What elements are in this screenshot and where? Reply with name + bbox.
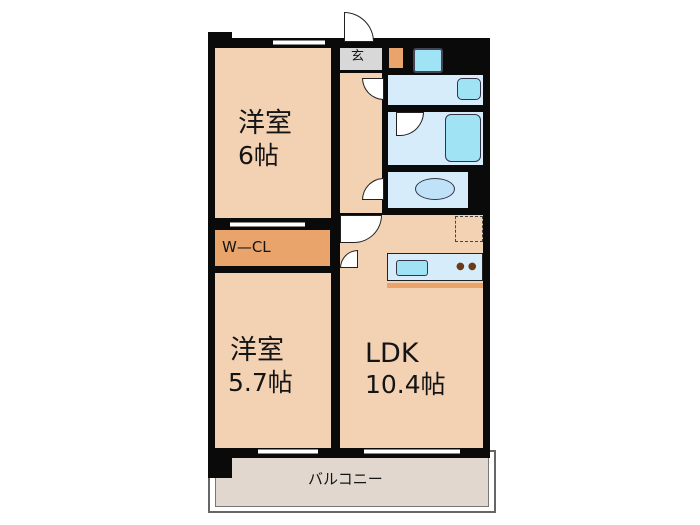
counter-edge <box>387 283 483 288</box>
window-room-2 <box>258 449 318 454</box>
walk-in-closet-label: W—CL <box>222 238 271 256</box>
ldk <box>340 215 483 448</box>
western-room-1 <box>215 48 331 218</box>
shoe-cabinet <box>389 48 403 68</box>
entrance-door[interactable] <box>344 12 374 42</box>
stove: ● ● <box>456 261 477 272</box>
ldk-name: LDK <box>365 338 419 369</box>
room-2-size: 5.7帖 <box>228 368 293 397</box>
ldk-size: 10.4帖 <box>365 370 446 399</box>
balcony <box>215 455 489 507</box>
room-1-name: 洋室 <box>238 108 292 139</box>
entrance <box>340 48 382 70</box>
balcony-label: バルコニー <box>308 470 383 488</box>
closet-sliding-door <box>230 222 305 227</box>
kitchen-sink <box>396 260 428 276</box>
window-ldk <box>364 449 460 454</box>
room-2-name: 洋室 <box>230 335 284 366</box>
toilet <box>415 178 455 200</box>
room-1-size: 6帖 <box>238 141 279 170</box>
corner-pillar-bottom <box>208 448 232 478</box>
wash-basin <box>457 78 481 100</box>
western-room-2 <box>215 273 331 448</box>
washing-machine <box>413 48 443 73</box>
bathtub <box>445 114 481 162</box>
entrance-label: 玄 <box>351 49 365 64</box>
window-room-1 <box>273 40 325 45</box>
walk-in-closet <box>215 230 330 266</box>
refrigerator-space <box>455 216 483 242</box>
